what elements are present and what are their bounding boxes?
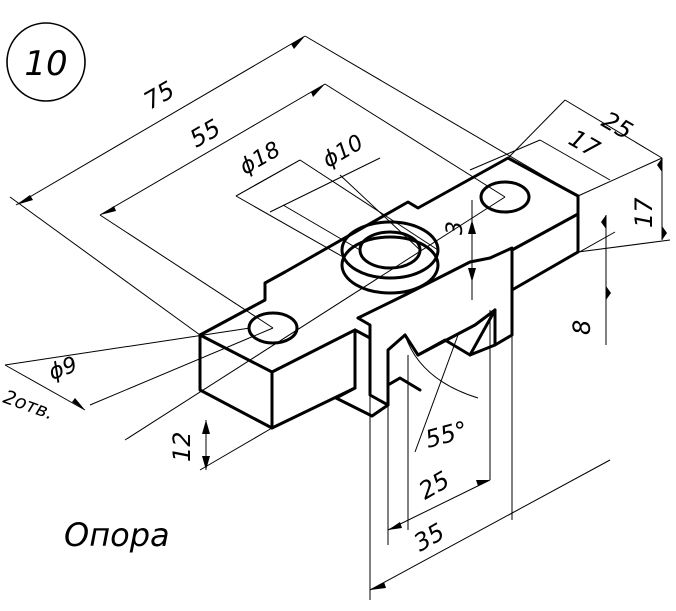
dim-55: 55	[185, 114, 225, 154]
dim-12: 12	[168, 431, 196, 462]
dim-8: 8	[568, 320, 596, 335]
dim-phi10: ϕ10	[319, 130, 368, 173]
dim-angle-55: 55°	[422, 416, 470, 454]
dimension-lines	[4, 35, 671, 600]
arrowheads	[16, 36, 667, 590]
dim-phi18: ϕ18	[236, 137, 285, 180]
drawing-title: Опора	[64, 516, 170, 554]
right-hole	[479, 180, 531, 214]
dim-phi9: ϕ9	[46, 352, 81, 385]
dim-25-groove: 25	[414, 466, 454, 506]
dim-75: 75	[139, 76, 179, 116]
dim-3: 3	[443, 221, 468, 235]
sheet-number-badge: 10	[6, 22, 86, 102]
dim-hole-count: 2отв.	[0, 386, 56, 424]
dim-17-height: 17	[630, 197, 658, 228]
dim-35: 35	[409, 518, 449, 558]
sheet-number: 10	[24, 44, 67, 84]
